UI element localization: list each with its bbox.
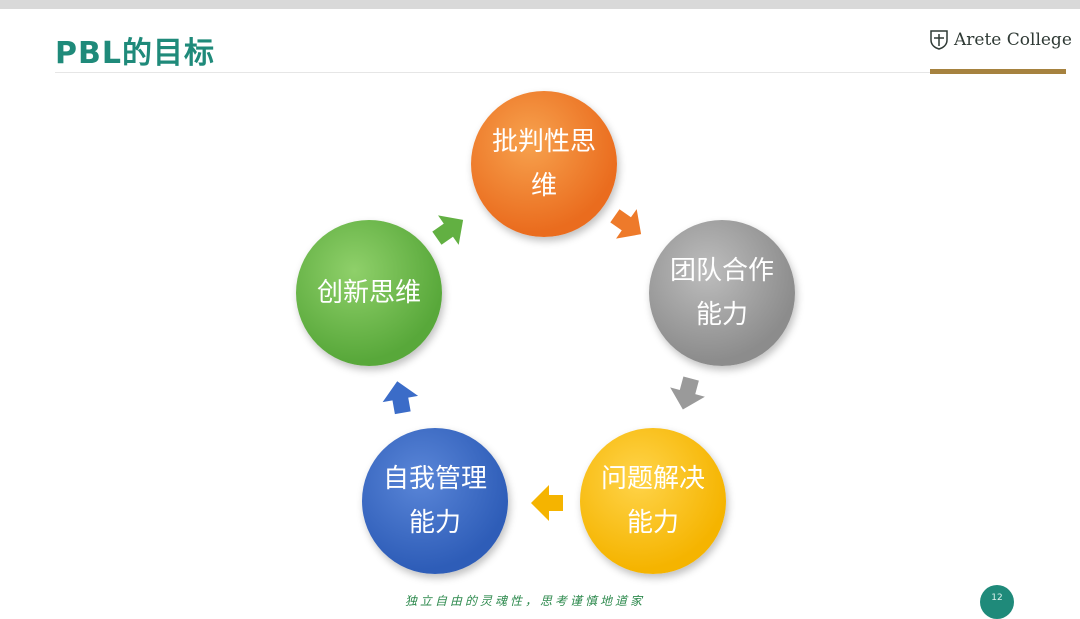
page-number-badge: 12 bbox=[980, 585, 1014, 619]
node-label: 创新思维 bbox=[316, 278, 421, 308]
slide-title: PBL的目标 bbox=[55, 36, 215, 71]
arrow-green-icon bbox=[432, 215, 464, 245]
arrow-blue-icon bbox=[382, 381, 419, 415]
node-teamwork: 团队合作能力 bbox=[649, 220, 795, 366]
node-problem-solving: 问题解决能力 bbox=[580, 428, 726, 574]
node-label: 自我管理能力 bbox=[382, 464, 487, 538]
arrow-gray-icon bbox=[670, 376, 705, 410]
shield-icon bbox=[930, 30, 948, 50]
arrow-orange-icon bbox=[610, 209, 642, 239]
title-divider bbox=[55, 72, 1065, 73]
logo-text: Arete College bbox=[954, 30, 1072, 50]
node-critical-thinking: 批判性思维 bbox=[471, 91, 617, 237]
arrow-yellow-icon bbox=[531, 485, 563, 521]
node-innovative-thinking: 创新思维 bbox=[296, 220, 442, 366]
node-self-management: 自我管理能力 bbox=[362, 428, 508, 574]
top-bar bbox=[0, 0, 1080, 9]
node-label: 批判性思维 bbox=[491, 127, 596, 201]
footer-slogan: 独立自由的灵魂性，思考谨慎地道家 bbox=[405, 594, 646, 608]
logo-underline bbox=[930, 69, 1066, 74]
college-logo: Arete College bbox=[930, 30, 1072, 50]
node-label: 问题解决能力 bbox=[600, 464, 705, 538]
node-label: 团队合作能力 bbox=[669, 256, 774, 330]
